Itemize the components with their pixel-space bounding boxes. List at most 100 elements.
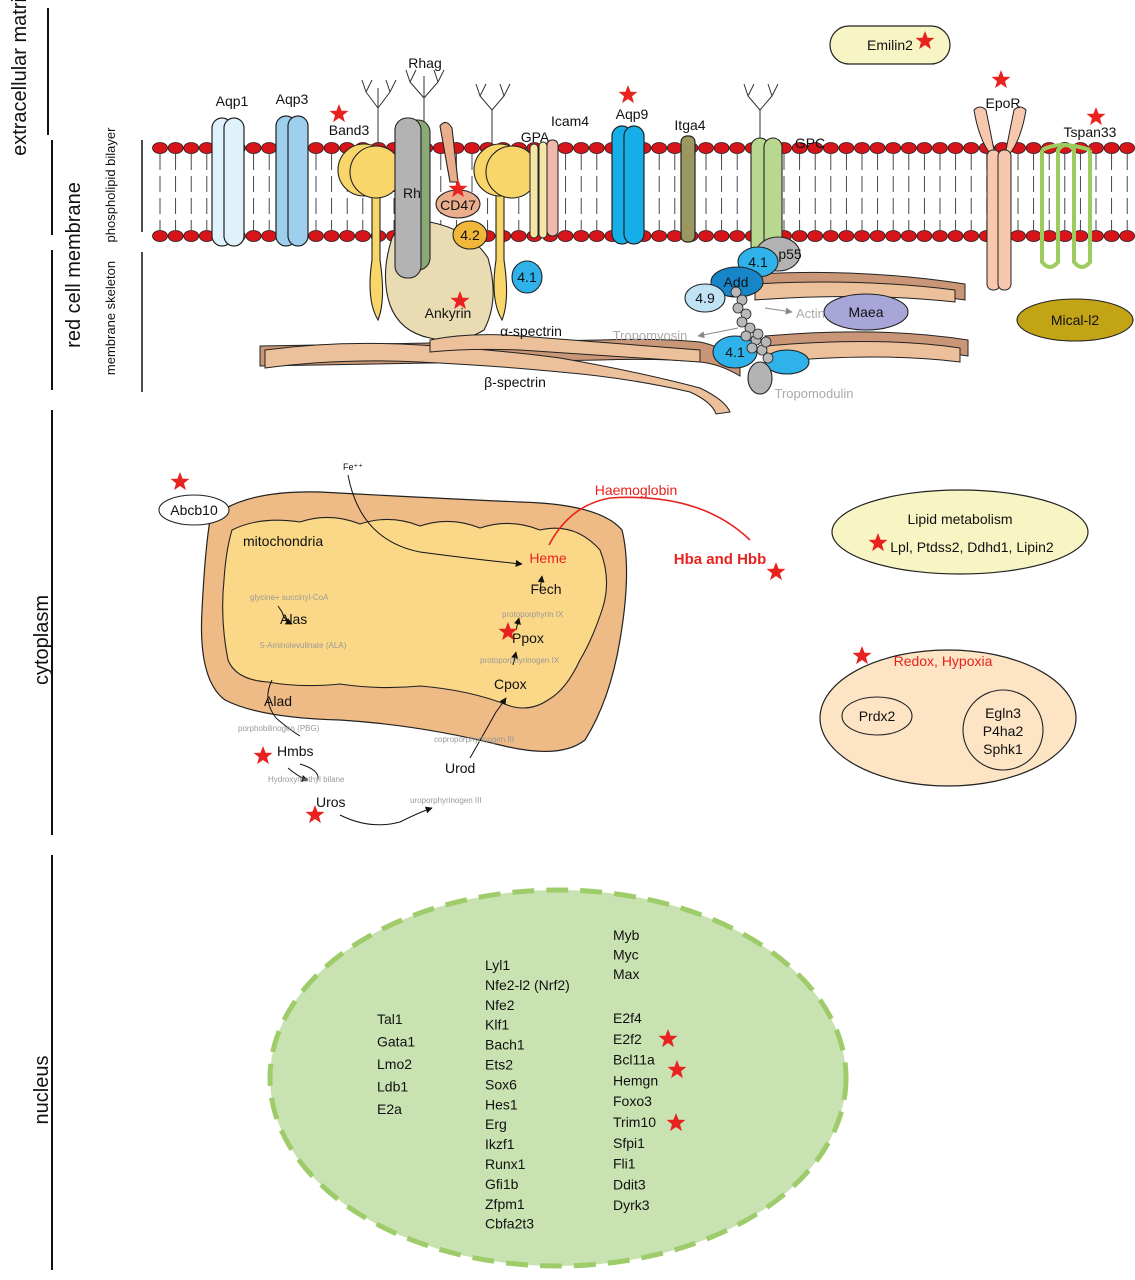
significance-star xyxy=(170,472,190,491)
significance-star xyxy=(329,104,349,123)
significance-star xyxy=(766,562,786,581)
lipid-head xyxy=(1010,230,1026,242)
lipid-head xyxy=(791,142,808,154)
region-nucleus-label: nucleus xyxy=(31,1056,53,1125)
lipid-head xyxy=(261,142,278,154)
lipid-head xyxy=(245,142,262,154)
lipid-head xyxy=(869,142,886,154)
nucleus-gene: Sfpi1 xyxy=(613,1135,645,1151)
lipid-head xyxy=(916,230,933,242)
lipid-head xyxy=(588,142,605,154)
lipid-title: Lipid metabolism xyxy=(907,511,1012,527)
fe-label: Fe⁺⁺ xyxy=(343,462,363,472)
actin-bead xyxy=(730,286,742,298)
nucleus-gene: Myb xyxy=(613,927,640,943)
lipid-head xyxy=(963,230,980,242)
lipid-head xyxy=(1103,142,1120,154)
abcb10: Abcb10 xyxy=(158,494,230,526)
band3-complex: Band3 Rhag Rh CD47 4.2 4.1 Ankyrin xyxy=(329,55,543,341)
lipid-head xyxy=(807,142,824,154)
nucleus-gene: Myc xyxy=(613,947,639,963)
tropomodulin-label: Tropomodulin xyxy=(774,386,853,401)
lipid-head xyxy=(183,230,200,242)
nucleus-gene: Dyrk3 xyxy=(613,1197,650,1213)
hmbs-label: Hmbs xyxy=(277,743,314,759)
pbg-label: porphobilinogen (PBG) xyxy=(238,724,320,733)
alpha-spectrin-label: α-spectrin xyxy=(500,323,562,339)
lipid-head xyxy=(885,230,902,242)
nucleus-gene: Max xyxy=(613,966,639,982)
integrin-a4: Itga4 xyxy=(674,117,706,243)
lipid-head xyxy=(308,230,324,242)
aquaporin-9: Aqp9 xyxy=(611,106,649,245)
ankyrin-label: Ankyrin xyxy=(425,305,472,321)
nucleus-gene: Fli1 xyxy=(613,1156,636,1172)
mitochondria-label: mitochondria xyxy=(243,533,323,549)
nucleus-gene: Foxo3 xyxy=(613,1093,652,1109)
nucleus-gene: Bcl11a xyxy=(613,1052,655,1068)
uropor-label: uroporphyrinogen III xyxy=(410,796,482,805)
lipid-head xyxy=(308,142,324,154)
abcb10-label: Abcb10 xyxy=(170,502,218,518)
redox-hypoxia: Redox, Hypoxia Prdx2 Egln3 P4ha2 Sphk1 xyxy=(819,649,1077,787)
lipid-head xyxy=(588,230,605,242)
p55-label: p55 xyxy=(778,246,802,262)
p42-label: 4.2 xyxy=(460,227,480,243)
lipid-head xyxy=(167,142,184,154)
nucleus-gene: Ikzf1 xyxy=(485,1136,515,1152)
heme-pathway-arrows xyxy=(267,474,751,826)
hba-hbb-label: Hba and Hbb xyxy=(674,551,767,568)
nucleus-gene: Bach1 xyxy=(485,1037,525,1053)
lipid-head xyxy=(183,142,200,154)
rhag-label: Rhag xyxy=(408,55,441,71)
lipid-head xyxy=(729,230,746,242)
nucleus-gene: Trim10 xyxy=(613,1114,656,1130)
lipid-head xyxy=(152,142,168,154)
lipid-head xyxy=(354,230,371,242)
protogen-label: protoporphyrinogen IX xyxy=(480,656,560,665)
lipid-head xyxy=(557,142,574,154)
alad-label: Alad xyxy=(264,693,292,709)
beta-spectrin-label: β-spectrin xyxy=(484,374,546,390)
lipid-head xyxy=(1119,142,1135,154)
lipid-head xyxy=(900,230,917,242)
actin-bead xyxy=(746,342,758,354)
p41c-label: 4.1 xyxy=(725,344,745,360)
significance-star xyxy=(991,70,1011,89)
nucleus-gene: Ddit3 xyxy=(613,1176,646,1192)
region-cytoplasm-label: cytoplasm xyxy=(31,595,53,685)
p41b-label: 4.1 xyxy=(748,254,768,270)
nucleus-gene: Gfi1b xyxy=(485,1176,519,1192)
lipid-head xyxy=(167,230,184,242)
lipid-head xyxy=(916,142,933,154)
band3-label: Band3 xyxy=(329,122,370,138)
haemoglobin-label: Haemoglobin xyxy=(595,482,678,498)
prdx2-label: Prdx2 xyxy=(859,708,896,724)
actin-label: Actin xyxy=(796,306,825,321)
tropomyosin-label: Tropomyosin xyxy=(613,328,688,343)
fech-label: Fech xyxy=(530,581,561,597)
protopor-label: protoporphyrin IX xyxy=(502,610,564,619)
lipid-head xyxy=(729,142,746,154)
nucleus-gene: Runx1 xyxy=(485,1156,526,1172)
lipid-head xyxy=(1025,230,1042,242)
actin-bead xyxy=(732,302,744,314)
actin-bead xyxy=(762,352,774,364)
lipid-head xyxy=(323,142,340,154)
p49-label: 4.9 xyxy=(695,290,715,306)
gpa-icam4: GPA Icam4 xyxy=(521,113,589,239)
actin-bead xyxy=(752,328,764,340)
maea-label: Maea xyxy=(848,304,883,320)
lipid-head xyxy=(822,142,839,154)
nucleus-gene: Nfe2 xyxy=(485,997,515,1013)
junctional-complex: 4.1 p55 Add 4.9 4.1 Maea Actin Tropomyos… xyxy=(613,236,909,401)
lipid-head xyxy=(261,230,278,242)
region-bilayer-label: phospholipid bilayer xyxy=(103,127,118,243)
lipid-head xyxy=(932,230,948,242)
actin-bead xyxy=(740,330,752,342)
nucleus-gene: Gata1 xyxy=(377,1034,415,1050)
lipid-head xyxy=(573,230,590,242)
